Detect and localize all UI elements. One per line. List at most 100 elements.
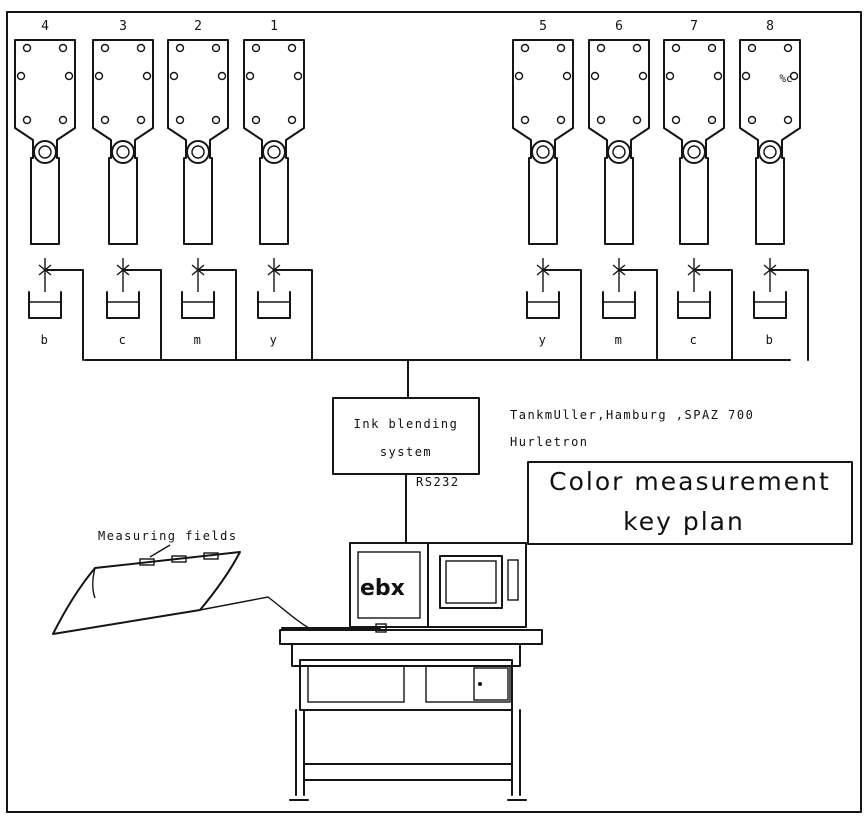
bolt-hole: [245, 71, 255, 81]
bolt-hole: [562, 71, 572, 81]
bolt-hole: [22, 43, 32, 53]
device-logo-panel: [357, 551, 421, 619]
device-cabinet: [299, 659, 513, 711]
bolt-hole: [100, 115, 110, 125]
ink-tank-7: [677, 291, 711, 319]
unit-number-4: 4: [41, 19, 49, 34]
rs232-label: RS232: [416, 475, 460, 489]
title-box: Color measurement key plan: [527, 461, 853, 545]
bolt-hole: [142, 71, 152, 81]
bolt-hole: [58, 43, 68, 53]
bolt-hole: [94, 71, 104, 81]
device-screen: [439, 555, 503, 609]
plate-cylinder-4: [14, 39, 76, 245]
measuring-field-3: [203, 552, 219, 560]
unit-number-3: 3: [119, 19, 127, 34]
bolt-hole: [64, 71, 74, 81]
printing-unit-8: 8b%c: [739, 19, 809, 361]
ink-pipe-8: [769, 269, 809, 361]
title-box-frame: [527, 461, 853, 545]
ink-pipe-2: [197, 269, 237, 361]
roller-outer-1: [262, 140, 286, 164]
ink-tank-2: [181, 291, 215, 319]
printing-unit-3: 3c: [92, 19, 162, 361]
ink-pipe-3: [122, 269, 162, 361]
device-logo: ebx: [360, 576, 405, 601]
printing-unit-1: 1y: [243, 19, 313, 361]
measuring-field-1: [139, 558, 155, 566]
ink-pipe-5: [542, 269, 582, 361]
ink-pipe-1: [273, 269, 313, 361]
roller-inner-3: [116, 145, 130, 159]
ink-tank-1: [257, 291, 291, 319]
manufacturer-line-1: TankmUller,Hamburg ,SPAZ 700: [510, 408, 754, 422]
bolt-hole: [632, 43, 642, 53]
sheet-fold-line: [92, 567, 96, 599]
ink-label-4: b: [41, 333, 50, 347]
ink-blending-system: Ink blending system: [332, 397, 480, 475]
printing-unit-6: 6m: [588, 19, 658, 361]
plate-cylinder-2: [167, 39, 229, 245]
ink-tank-8: [753, 291, 787, 319]
roller-inner-7: [687, 145, 701, 159]
roller-outer-7: [682, 140, 706, 164]
bolt-hole: [175, 115, 185, 125]
bolt-hole: [100, 43, 110, 53]
device-bottom-rail: [303, 763, 513, 781]
measuring-fields-label: Measuring fields: [98, 529, 238, 543]
measurement-device: ebx: [279, 542, 543, 801]
plate-cylinder-7: [663, 39, 725, 245]
bolt-hole: [287, 115, 297, 125]
bolt-hole: [671, 115, 681, 125]
bolt-hole: [556, 43, 566, 53]
device-measuring-head: [375, 623, 387, 633]
bolt-hole: [747, 115, 757, 125]
printed-sheet: [52, 544, 313, 635]
roller-inner-2: [191, 145, 205, 159]
bolt-hole: [638, 71, 648, 81]
bolt-hole: [789, 71, 799, 81]
printing-unit-4: 4b: [14, 19, 84, 361]
unit-number-5: 5: [539, 19, 547, 34]
roller-outer-2: [186, 140, 210, 164]
bolt-hole: [556, 115, 566, 125]
bolt-hole: [514, 71, 524, 81]
bolt-hole: [251, 115, 261, 125]
ink-blending-label-2: system: [380, 445, 432, 459]
unit-number-2: 2: [194, 19, 202, 34]
bolt-hole: [665, 71, 675, 81]
bolt-hole: [707, 115, 717, 125]
manufacturer-line-2: Hurletron: [510, 435, 589, 449]
roller-outer-3: [111, 140, 135, 164]
bolt-hole: [217, 71, 227, 81]
sheet-outline: [52, 551, 241, 635]
device-cabinet-top-rail: [291, 643, 521, 667]
bolt-hole: [632, 115, 642, 125]
bolt-hole: [520, 115, 530, 125]
measuring-field-2: [171, 555, 187, 563]
ink-tank-4: [28, 291, 62, 319]
ink-label-3: c: [119, 333, 128, 347]
ink-pipe-6: [618, 269, 658, 361]
device-side-controls: [507, 559, 519, 601]
bolt-hole: [211, 115, 221, 125]
roller-inner-4: [38, 145, 52, 159]
roller-outer-6: [607, 140, 631, 164]
unit-number-1: 1: [270, 19, 278, 34]
device-screen-inner: [445, 560, 497, 604]
bolt-hole: [520, 43, 530, 53]
device-drawer-left: [307, 665, 405, 703]
measuring-field-pointer: [149, 544, 171, 558]
title-line-2: key plan: [623, 507, 745, 536]
device-table-top: [279, 629, 543, 645]
bolt-hole: [136, 115, 146, 125]
ink-label-7: c: [690, 333, 699, 347]
bolt-hole: [596, 43, 606, 53]
bolt-hole: [596, 115, 606, 125]
ink-tank-3: [106, 291, 140, 319]
unit-number-6: 6: [615, 19, 623, 34]
bolt-hole: [287, 43, 297, 53]
bolt-hole: [169, 71, 179, 81]
